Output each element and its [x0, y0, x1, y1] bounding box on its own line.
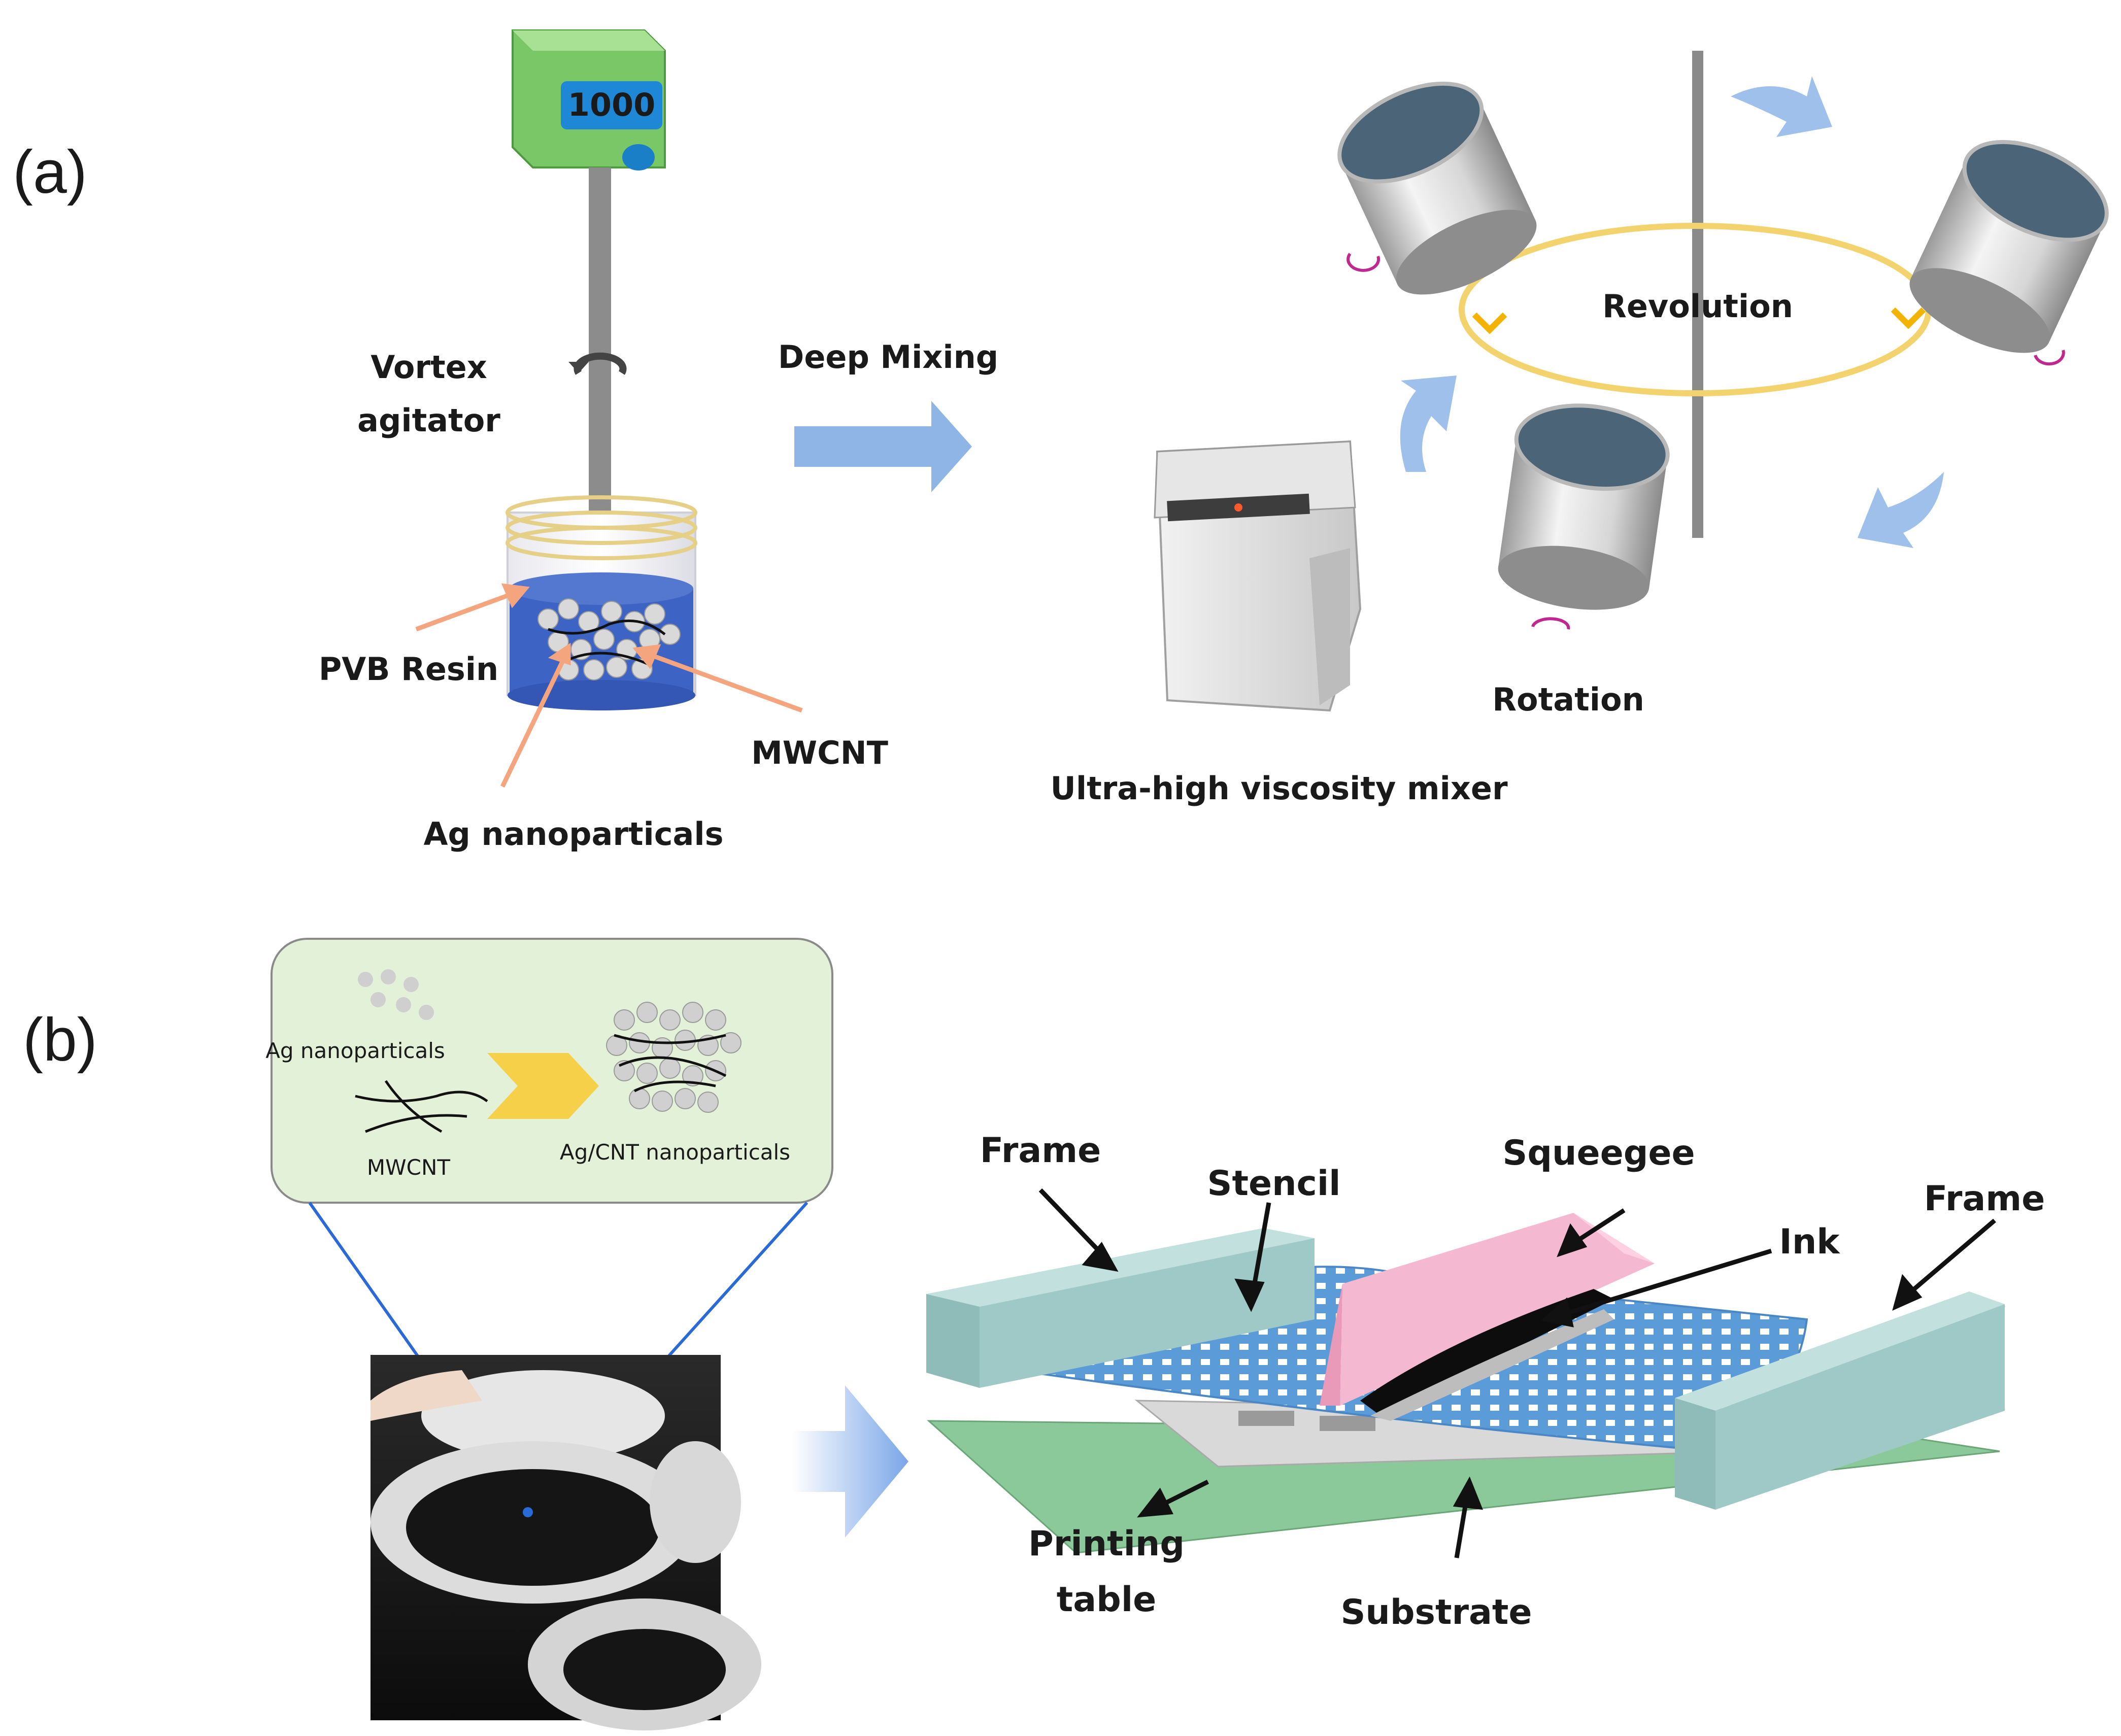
squeegee-label: Squeegee	[1502, 1133, 1695, 1173]
agitator-label-line2: agitator	[357, 402, 500, 439]
agitator-label-line1: Vortex	[371, 349, 487, 386]
ink-jar-photo	[371, 1355, 761, 1730]
mixing-jar	[506, 495, 697, 710]
rotation-arrow-icon	[2034, 350, 2065, 366]
frame-right-block	[1675, 1291, 2005, 1510]
ink-label: Ink	[1779, 1222, 1841, 1262]
rotation-label: Rotation	[1492, 681, 1644, 718]
mixer-label: Ultra-high viscosity mixer	[1050, 770, 1507, 807]
substrate-label: Substrate	[1340, 1592, 1532, 1632]
process-arrow-icon	[792, 1385, 908, 1538]
agitator-display-screen	[561, 81, 662, 129]
rotation-arrow-icon	[1531, 617, 1570, 630]
inset-mwcnt-label: MWCNT	[367, 1155, 451, 1180]
ag-cnt-cluster-icon	[606, 1002, 742, 1113]
cup-top-left	[1337, 81, 1537, 295]
printing-table-label-line2: table	[1057, 1580, 1157, 1620]
annotation-pointers-a	[415, 583, 803, 788]
mwcnt-label-a: MWCNT	[751, 734, 888, 771]
deep-mixing-arrow-icon	[794, 401, 972, 492]
inset-result-label: Ag/CNT nanoparticals	[560, 1140, 790, 1165]
inset-ag-label: Ag nanoparticals	[265, 1038, 445, 1063]
mwcnt-strands	[548, 619, 666, 666]
squeegee	[1320, 1213, 1655, 1406]
ultra-high-viscosity-mixer-machine	[1154, 440, 1362, 712]
mwcnt-icon	[355, 1080, 488, 1133]
motion-arrows	[1400, 76, 1944, 548]
rotation-arrow-icon	[1346, 253, 1381, 272]
frame-left-block	[926, 1228, 1315, 1388]
cup-top-right	[1909, 140, 2109, 353]
zoom-point	[523, 1507, 533, 1517]
agitator-display-value: 1000	[568, 86, 656, 123]
composition-inset	[271, 938, 833, 1204]
panel-b-label: (b)	[23, 1006, 97, 1074]
pvb-resin-label: PVB Resin	[319, 651, 498, 688]
annotation-pointers-b	[1038, 1188, 1996, 1558]
cup-bottom	[1498, 403, 1670, 610]
stencil-label: Stencil	[1207, 1164, 1341, 1204]
panel-a-label: (a)	[13, 138, 87, 206]
frame-right-label: Frame	[1924, 1179, 2045, 1219]
deep-mixing-label: Deep Mixing	[778, 338, 998, 376]
chevron-arrow-icon	[487, 1053, 599, 1119]
frame-left-label: Frame	[980, 1131, 1101, 1171]
revolution-label: Revolution	[1602, 288, 1793, 325]
ag-nanoparticles-icon	[358, 969, 434, 1020]
ag-nanoparticals-label-a: Ag nanoparticals	[423, 815, 723, 853]
printing-table-label-line1: Printing	[1028, 1524, 1185, 1564]
agitator-knob	[622, 144, 655, 171]
